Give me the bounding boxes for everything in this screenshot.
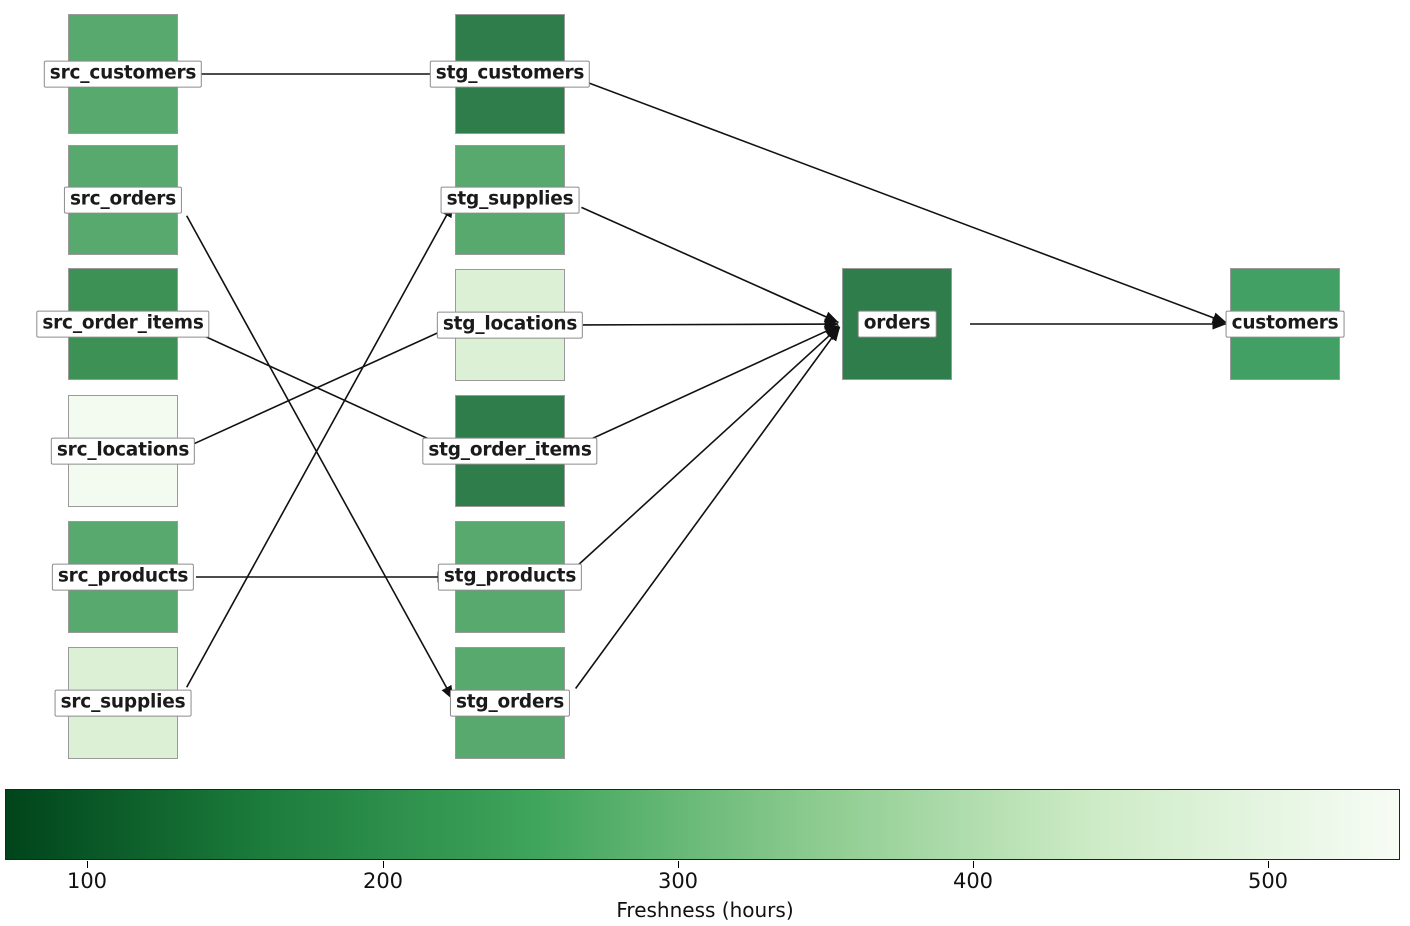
- colorbar-tick-200: [383, 861, 384, 868]
- node-label-stg_locations[interactable]: stg_locations: [436, 311, 584, 339]
- edge-src_orders-to-stg_orders: [185, 215, 454, 701]
- node-label-src_customers[interactable]: src_customers: [43, 60, 203, 88]
- edge-src_order_items-to-stg_order_items: [194, 330, 453, 451]
- node-label-src_locations[interactable]: src_locations: [50, 437, 196, 465]
- node-label-stg_products[interactable]: stg_products: [437, 563, 583, 591]
- colorbar-tick-400: [973, 861, 974, 868]
- edge-stg_products-to-orders: [577, 326, 840, 566]
- colorbar-tick-label-200: 200: [362, 869, 404, 893]
- node-label-src_order_items[interactable]: src_order_items: [36, 310, 210, 338]
- edge-stg_supplies-to-orders: [581, 206, 840, 324]
- node-label-src_products[interactable]: src_products: [51, 563, 195, 591]
- colorbar-tick-label-400: 400: [952, 869, 994, 893]
- colorbar-axis-label: Freshness (hours): [616, 898, 794, 922]
- edge-stg_locations-to-orders: [582, 318, 839, 330]
- node-label-src_supplies[interactable]: src_supplies: [54, 689, 192, 717]
- edge-stg_orders-to-orders: [574, 326, 841, 689]
- colorbar-gradient: [5, 789, 1400, 860]
- edge-src_locations-to-stg_locations: [194, 325, 453, 445]
- freshness-colorbar[interactable]: [5, 789, 1400, 860]
- node-label-stg_customers[interactable]: stg_customers: [429, 60, 591, 88]
- node-label-stg_supplies[interactable]: stg_supplies: [440, 186, 580, 214]
- colorbar-tick-label-100: 100: [66, 869, 108, 893]
- node-label-customers[interactable]: customers: [1225, 310, 1345, 338]
- edge-stg_order_items-to-orders: [581, 324, 840, 445]
- node-label-src_orders[interactable]: src_orders: [63, 186, 183, 214]
- colorbar-tick-label-500: 500: [1247, 869, 1289, 893]
- edge-src_supplies-to-stg_supplies: [185, 202, 454, 688]
- edges-layer: [185, 73, 1228, 701]
- colorbar-tick-100: [87, 861, 88, 868]
- colorbar-tick-300: [678, 861, 679, 868]
- node-label-stg_order_items[interactable]: stg_order_items: [422, 437, 598, 465]
- colorbar-tick-label-300: 300: [657, 869, 699, 893]
- colorbar-tick-500: [1268, 861, 1269, 868]
- node-label-orders[interactable]: orders: [857, 310, 937, 338]
- edge-stg_customers-to-customers: [581, 79, 1228, 324]
- node-label-stg_orders[interactable]: stg_orders: [449, 689, 571, 717]
